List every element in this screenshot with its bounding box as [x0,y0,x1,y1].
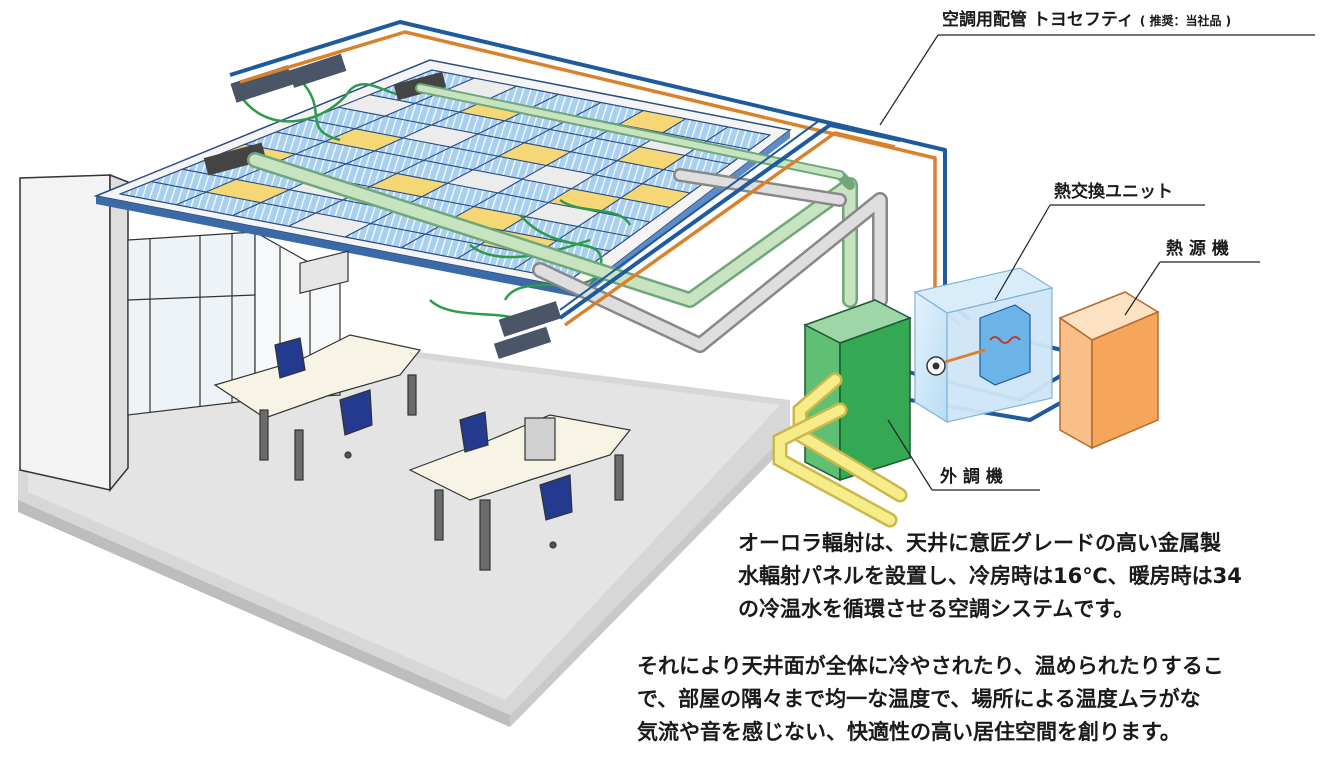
heat-exchanger-label: 熱交換ユニット [1054,182,1173,202]
piping [229,20,1064,422]
description-paragraph-2: それにより天井面が全体に冷やされたり、温められたりするこ で、部屋の隅々まで均一… [637,650,1224,749]
accent-panel-tile [619,183,692,209]
description-line: オーロラ輻射は、天井に意匠グレードの高い金属製 [738,531,1221,555]
heat-source-unit [1058,291,1160,450]
manifold-bottom [493,301,562,359]
panel-grid-line [119,69,433,195]
description-line: それにより天井面が全体に冷やされたり、温められたりするこ [637,654,1224,678]
piping-label: 空調用配管 トヨセフティ ( 推奨：当社品 ) [942,10,1231,31]
description-line: の冷温水を循環させる空調システムです。 [738,597,1135,621]
heat-exchange-unit [913,267,1054,424]
piping-label-note: ( 推奨：当社品 ) [1139,14,1232,28]
description-line: 気流や音を感じない、快適性の高い居住空間を創ります。 [637,720,1181,744]
piping-label-main: 空調用配管 トヨセフティ [942,10,1134,30]
blank-panel-tile [520,164,596,190]
outdoor-unit-ducts [772,372,908,528]
description-paragraph-1: オーロラ輻射は、天井に意匠グレードの高い金属製 水輻射パネルを設置し、冷房時は1… [738,527,1242,626]
blank-panel-tile [336,94,417,117]
blank-panel-tile [524,202,601,228]
outdoor-unit-label: 外 調 機 [940,467,1003,487]
accent-panel-tile [617,110,687,134]
description-line: で、部屋の隅々まで均一な温度で、場所による温度ムラがな [637,687,1201,711]
blank-panel-tile [287,212,373,238]
callout-lines [879,34,1315,491]
office-workstations [213,250,632,571]
ducts [247,83,888,353]
heat-source-label: 熱 源 機 [1166,239,1229,259]
blank-panel-tile [401,124,480,148]
description-line: 水輻射パネルを設置し、冷房時は16℃、暖房時は34 [738,564,1242,588]
accent-panel-tile [497,142,573,167]
building-wall [19,173,129,493]
